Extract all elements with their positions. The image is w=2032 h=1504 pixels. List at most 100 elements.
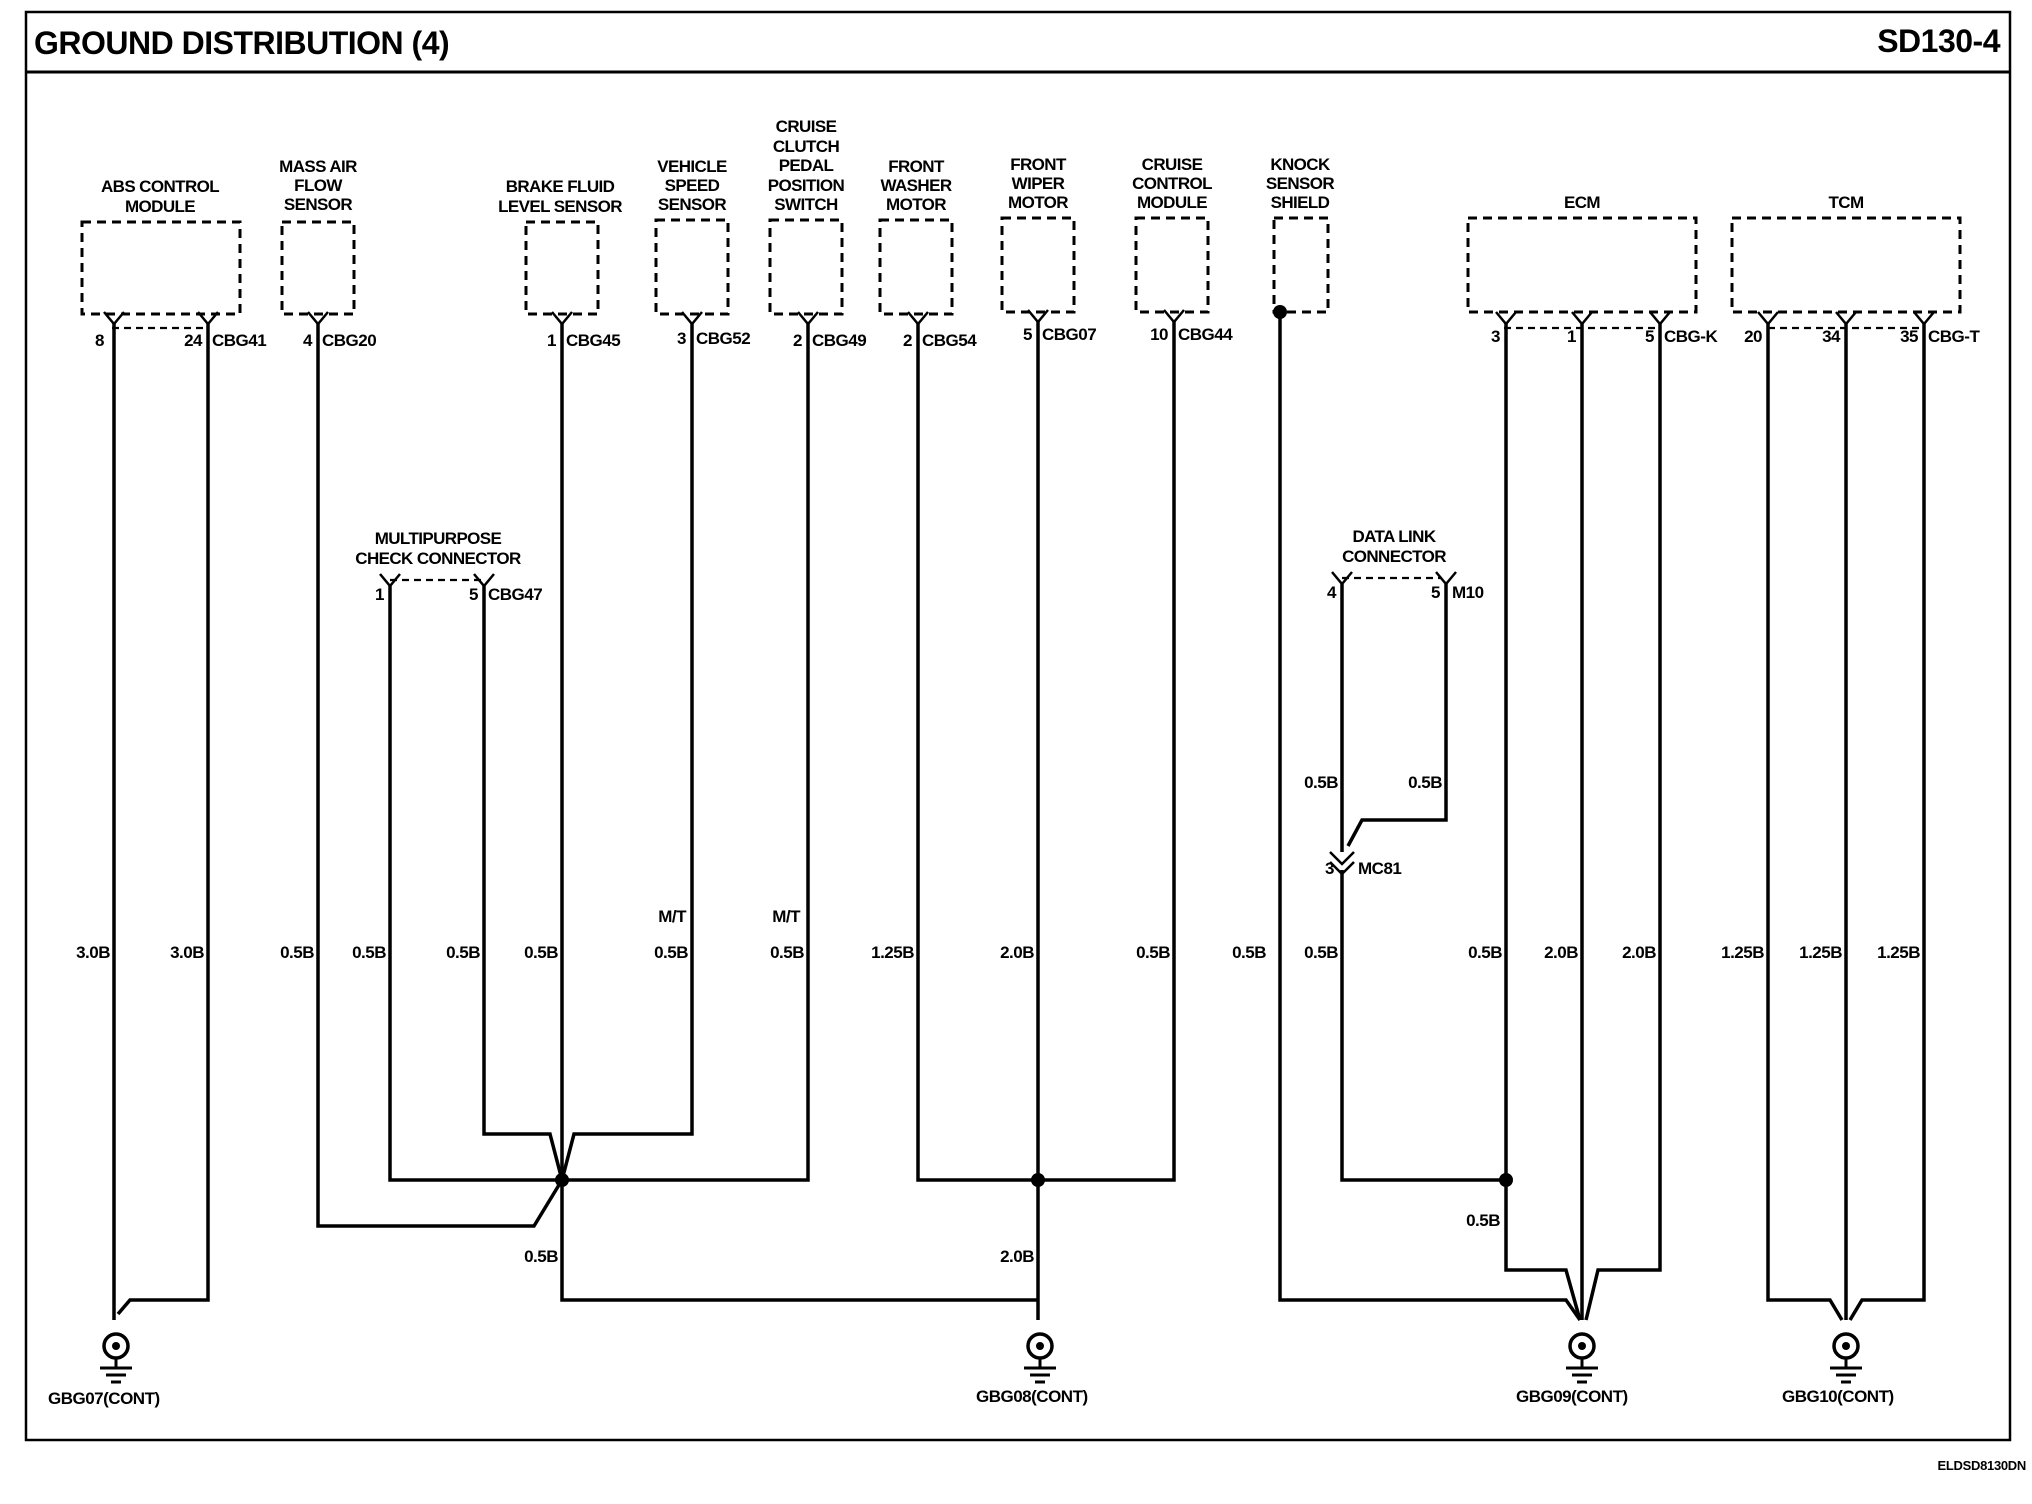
mpcc-label-line: MULTIPURPOSE: [375, 529, 502, 548]
diagram-title: GROUND DISTRIBUTION (4): [34, 25, 449, 61]
option-label: M/T: [772, 907, 801, 926]
pin-number: 8: [95, 331, 104, 350]
knock-label-line: SHIELD: [1271, 193, 1330, 212]
ground-label-gbg08: GBG08(CONT): [976, 1387, 1088, 1406]
wire-spec: 1.25B: [1721, 943, 1764, 962]
brake-label-line: BRAKE FLUID: [506, 177, 615, 196]
front-washer-motor-box: [878, 218, 954, 316]
pin-number: 4: [1327, 583, 1337, 602]
wire-spec: 0.5B: [1232, 943, 1266, 962]
pin-number: 20: [1744, 327, 1762, 346]
pin-number: 1: [375, 585, 384, 604]
cruise-clutch-switch-box: [768, 218, 844, 316]
cruise-module-label-line: MODULE: [1137, 193, 1207, 212]
cruise-switch-label-line: CRUISE: [776, 117, 837, 136]
pin-number: 34: [1822, 327, 1841, 346]
ground-symbols: [100, 1332, 1862, 1384]
wire-spec: 0.5B: [1466, 1211, 1500, 1230]
connector-symbols: [103, 309, 1935, 876]
pin-number: 3: [1491, 327, 1500, 346]
pin-number: 2: [793, 331, 802, 350]
wire-spec: 0.5B: [770, 943, 804, 962]
cruise-control-module-box: [1134, 216, 1210, 314]
cruise-switch-label-line: CLUTCH: [773, 137, 840, 156]
pin-labels: 8 24 CBG41 4 CBG20 1 CBG45 3 CBG52 2 CBG…: [95, 325, 1981, 878]
connector-id: CBG44: [1178, 325, 1233, 344]
vehicle-speed-sensor-box: [654, 218, 730, 316]
connector-id: CBG49: [812, 331, 866, 350]
vss-label-line: VEHICLE: [657, 157, 727, 176]
pin-number: 5: [1023, 325, 1032, 344]
wire-spec: 0.5B: [524, 943, 558, 962]
ground-icon: [100, 1332, 132, 1384]
mpcc-label-line: CHECK CONNECTOR: [355, 549, 521, 568]
washer-label-line: MOTOR: [886, 195, 946, 214]
wire-spec: 3.0B: [76, 943, 110, 962]
knock-label-line: SENSOR: [1266, 174, 1335, 193]
cruise-module-label-line: CRUISE: [1142, 155, 1203, 174]
component-labels: ABS CONTROL MODULE MASS AIR FLOW SENSOR …: [101, 117, 1865, 568]
pin-number: 5: [469, 585, 478, 604]
pin-number: 1: [1567, 327, 1576, 346]
image-code: ELDSD8130DN: [1938, 1458, 2026, 1473]
vss-label-line: SPEED: [665, 176, 720, 195]
ground-label-gbg07: GBG07(CONT): [48, 1389, 160, 1408]
diagram-frame: [24, 10, 2012, 1442]
connector-id: CBG-K: [1664, 327, 1718, 346]
pin-number: 24: [184, 331, 203, 350]
cruise-switch-label-line: POSITION: [768, 176, 845, 195]
wiper-label-line: MOTOR: [1008, 193, 1068, 212]
wire-spec: 0.5B: [1468, 943, 1502, 962]
wire-spec-labels: 3.0B 3.0B 0.5B 0.5B 0.5B 0.5B M/T 0.5B M…: [76, 773, 1921, 1266]
wires: [112, 312, 1926, 1322]
brake-fluid-sensor-box: [524, 220, 600, 316]
dlc-label-line: DATA LINK: [1352, 527, 1436, 546]
pin-number: 5: [1645, 327, 1654, 346]
washer-label-line: FRONT: [888, 157, 945, 176]
splice-points: [555, 305, 1513, 1187]
wire-spec: 1.25B: [871, 943, 914, 962]
pin-number: 1: [547, 331, 556, 350]
pin-number: 4: [303, 331, 313, 350]
ground-label-gbg10: GBG10(CONT): [1782, 1387, 1894, 1406]
wire-spec: 0.5B: [352, 943, 386, 962]
pin-number: 3: [677, 329, 686, 348]
component-boxes: [80, 216, 1962, 316]
connector-id: CBG52: [696, 329, 750, 348]
connector-id: CBG47: [488, 585, 542, 604]
vss-label-line: SENSOR: [658, 195, 727, 214]
maf-label-line: MASS AIR: [279, 157, 357, 176]
wire-spec: 1.25B: [1799, 943, 1842, 962]
wiper-label-line: WIPER: [1012, 174, 1065, 193]
cruise-switch-label-line: SWITCH: [774, 195, 838, 214]
connector-id: CBG07: [1042, 325, 1096, 344]
ground-icon: [1566, 1332, 1598, 1384]
wire-spec: 2.0B: [1544, 943, 1578, 962]
wire-spec: 0.5B: [446, 943, 480, 962]
wire-spec: 0.5B: [524, 1247, 558, 1266]
ground-icon: [1830, 1332, 1862, 1384]
ground-labels: GBG07(CONT) GBG08(CONT) GBG09(CONT) GBG1…: [48, 1387, 1894, 1408]
wire-spec: 0.5B: [1136, 943, 1170, 962]
connector-id: CBG54: [922, 331, 977, 350]
wire-spec: 0.5B: [1304, 943, 1338, 962]
brake-label-line: LEVEL SENSOR: [498, 197, 622, 216]
wire-spec: 0.5B: [654, 943, 688, 962]
abs-label-line: ABS CONTROL: [101, 177, 219, 196]
pin-number: 2: [903, 331, 912, 350]
wire-spec: 2.0B: [1000, 1247, 1034, 1266]
wire-spec: 2.0B: [1622, 943, 1656, 962]
wire-spec: 1.25B: [1877, 943, 1920, 962]
wire-spec: 2.0B: [1000, 943, 1034, 962]
wire-spec: 0.5B: [280, 943, 314, 962]
maf-label-line: FLOW: [294, 176, 343, 195]
abs-control-module-box: [80, 220, 242, 316]
ecm-label: ECM: [1564, 193, 1600, 212]
diagram-code: SD130-4: [1877, 23, 2001, 59]
pin-number: 35: [1900, 327, 1918, 346]
wire-spec: 0.5B: [1408, 773, 1442, 792]
tcm-label: TCM: [1828, 193, 1863, 212]
connector-id: MC81: [1358, 859, 1401, 878]
pin-number: 10: [1150, 325, 1168, 344]
